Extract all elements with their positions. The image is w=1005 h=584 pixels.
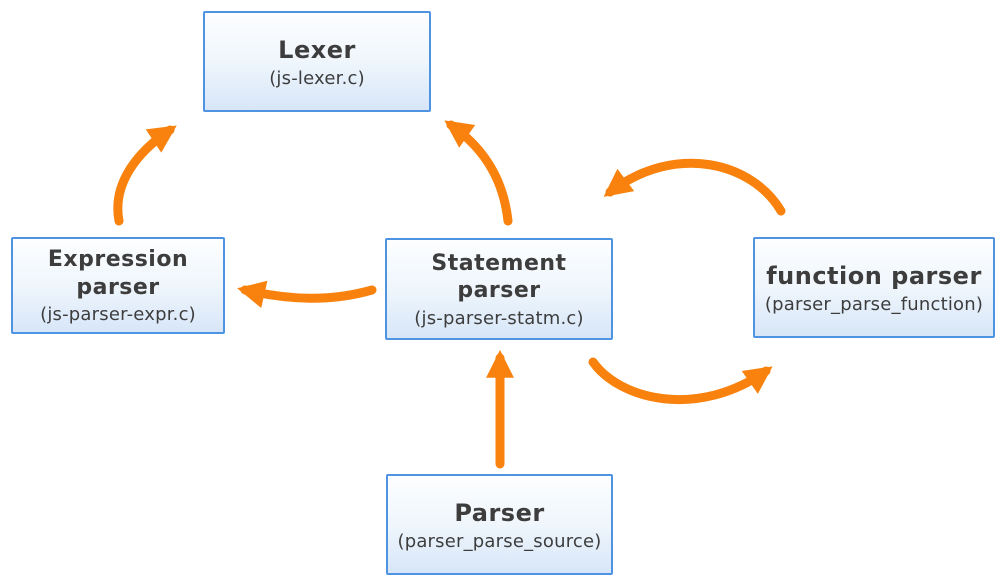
arrow-statement-parser-to-lexer	[444, 120, 513, 226]
node-expression-parser-title: Expression parser	[47, 247, 189, 300]
arrow-expression-parser-to-lexer	[113, 125, 177, 226]
node-lexer-title: Lexer	[278, 35, 356, 64]
node-statement-parser: Statement parser (js-parser-statm.c)	[385, 238, 613, 340]
node-parser-title: Parser	[454, 498, 545, 527]
arrow-statement-parser-to-expression-parser	[237, 280, 377, 308]
node-parser: Parser (parser_parse_source)	[386, 474, 613, 575]
arrow-function-parser-to-statement-parser	[603, 158, 786, 216]
node-expression-parser: Expression parser (js-parser-expr.c)	[11, 237, 225, 334]
node-parser-subtitle: (parser_parse_source)	[397, 530, 602, 552]
node-expression-parser-subtitle: (js-parser-expr.c)	[40, 304, 196, 325]
node-function-parser: function parser (parser_parse_function)	[753, 237, 995, 338]
node-lexer-subtitle: (js-lexer.c)	[269, 67, 365, 89]
node-statement-parser-title: Statement parser	[431, 250, 567, 304]
node-lexer: Lexer (js-lexer.c)	[203, 11, 431, 112]
node-function-parser-title: function parser	[766, 261, 982, 290]
arrow-statement-parser-to-function-parser	[588, 357, 773, 405]
node-function-parser-subtitle: (parser_parse_function)	[764, 293, 984, 315]
node-statement-parser-subtitle: (js-parser-statm.c)	[414, 307, 584, 329]
